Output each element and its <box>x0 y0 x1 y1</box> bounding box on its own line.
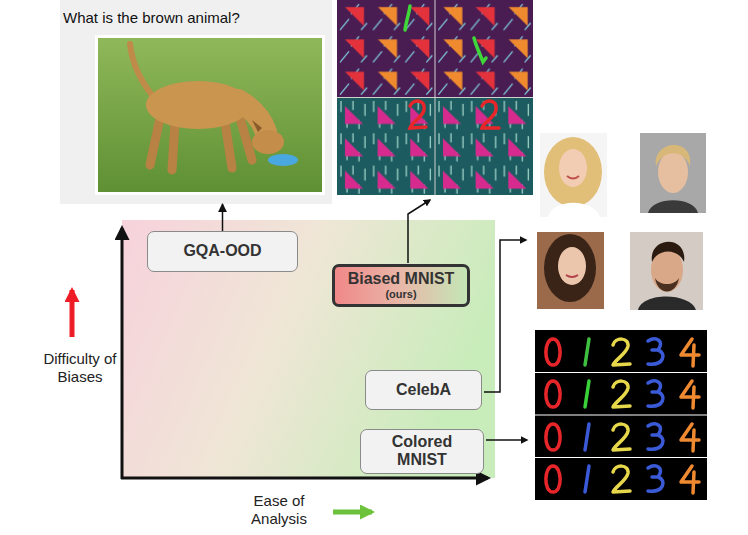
node-text: What is the brown animal? <box>63 10 329 27</box>
grass <box>98 38 322 192</box>
panel-ground <box>60 0 332 204</box>
face-mouth <box>566 275 578 277</box>
dataset-box-highlight: Biased MNIST(ours) <box>332 264 470 307</box>
digit <box>585 339 589 365</box>
digit <box>585 424 589 450</box>
face-photo <box>640 133 706 213</box>
digit <box>648 381 663 406</box>
face-shoulders <box>648 200 698 213</box>
digit <box>585 381 589 407</box>
digit <box>613 424 630 450</box>
face-hair <box>544 234 596 302</box>
leader-arrow <box>408 200 430 263</box>
celeba-faces <box>537 133 706 310</box>
digit <box>546 381 560 407</box>
digit-red <box>410 101 426 128</box>
face-photo <box>630 232 703 310</box>
face-beard <box>655 278 679 292</box>
digit <box>681 381 699 408</box>
digit <box>648 339 663 364</box>
digit <box>546 339 560 365</box>
face-shoulders <box>548 203 600 217</box>
axis-label: Ease of Analysis <box>233 492 325 528</box>
ease-arrow <box>333 510 372 515</box>
sample-ground <box>535 330 707 500</box>
digit-red <box>482 101 499 128</box>
face-skin <box>558 247 586 285</box>
leader-arrow <box>484 240 526 392</box>
face-hair <box>544 137 602 207</box>
digit <box>681 424 699 451</box>
dog-tail <box>130 44 152 95</box>
face-skin <box>559 149 587 187</box>
sample-dividers <box>337 0 533 195</box>
leader-arrow <box>486 439 527 441</box>
dataset-box: CelebA <box>365 370 482 410</box>
digit <box>585 466 589 492</box>
digit <box>613 381 630 407</box>
connector-arrow <box>222 204 224 231</box>
digit <box>613 466 630 492</box>
digit-green <box>474 38 486 62</box>
digit <box>546 466 560 492</box>
digit <box>681 466 699 493</box>
face-photo <box>540 133 607 217</box>
face-skin <box>658 151 688 193</box>
digit <box>613 339 630 365</box>
chart-region <box>122 220 495 478</box>
node-text: CelebA <box>396 381 451 399</box>
dog-ear <box>252 120 262 132</box>
face-hair <box>656 145 691 166</box>
digit <box>681 339 699 366</box>
digit <box>546 424 560 450</box>
dog-head <box>252 130 284 154</box>
question-panel: What is the brown animal? <box>60 0 332 204</box>
dataset-box: GQA-OOD <box>147 231 298 272</box>
face-shoulders <box>638 297 696 311</box>
photo-frame <box>95 35 325 195</box>
face-mouth <box>567 176 579 179</box>
digit-green <box>405 6 410 30</box>
dog-photo <box>95 35 325 195</box>
digit <box>648 424 663 449</box>
node-subtext: (ours) <box>385 288 416 301</box>
node-text: GQA-OOD <box>183 242 261 260</box>
axis-label: Difficulty of Biases <box>33 350 127 386</box>
dataset-box: Colored MNIST <box>360 429 484 474</box>
face-photo <box>537 232 604 309</box>
biased-mnist-sample <box>337 0 533 195</box>
difficulty-arrow <box>70 290 75 337</box>
y-axis <box>121 228 124 479</box>
node-text: Biased MNIST <box>348 270 455 288</box>
x-axis <box>121 477 488 480</box>
colored-mnist-sample <box>535 330 707 500</box>
dog-neck <box>238 100 266 132</box>
face-hair <box>652 242 685 262</box>
digit <box>648 466 663 491</box>
node-text: Colored MNIST <box>367 433 477 470</box>
row-dividers <box>535 373 707 458</box>
frisbee <box>268 154 298 166</box>
